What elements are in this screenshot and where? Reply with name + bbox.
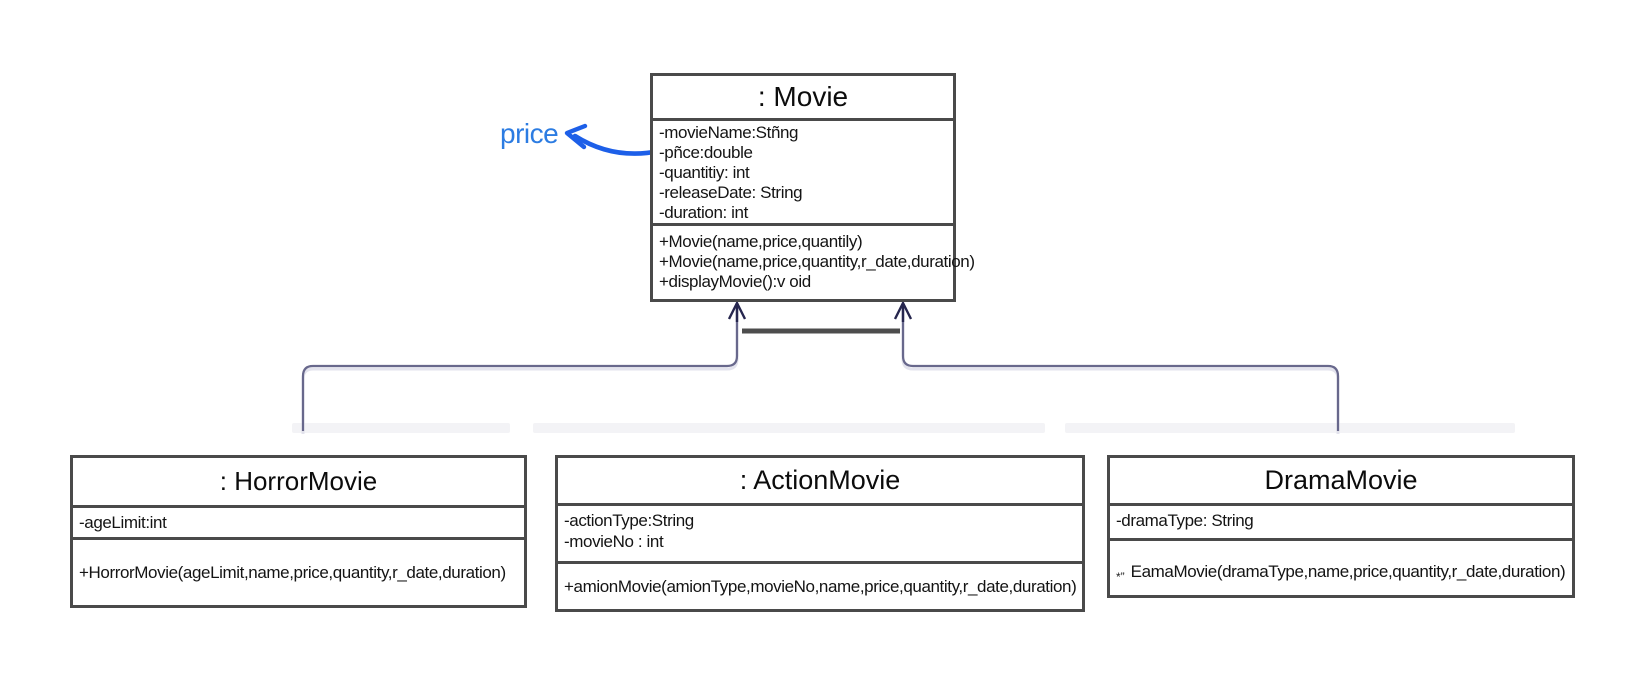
class-attribute: -actionType:String bbox=[564, 511, 694, 530]
price-annotation-arrow bbox=[572, 133, 662, 156]
class-box-actionmovie: : ActionMovie -actionType:String -movieN… bbox=[555, 455, 1085, 612]
class-methods: +amionMovie(amionType,movieNo,name,price… bbox=[558, 564, 1082, 609]
inheritance-connector-left bbox=[301, 304, 739, 431]
class-method: +Movie(name,price,quantily) bbox=[659, 232, 863, 251]
class-attribute: -pñce:double bbox=[659, 143, 753, 162]
class-attribute: -dramaType: String bbox=[1116, 511, 1254, 530]
class-method: +amionMovie(amionType,movieNo,name,price… bbox=[564, 577, 1077, 596]
class-attribute: -duration: int bbox=[659, 203, 748, 222]
class-attributes: -dramaType: String bbox=[1110, 506, 1572, 541]
class-box-horrormovie: : HorrorMovie -ageLimit:int +HorrorMovie… bbox=[70, 455, 527, 608]
class-methods: +Movie(name,price,quantily) +Movie(name,… bbox=[653, 226, 975, 299]
scan-artifact-band bbox=[1065, 423, 1515, 433]
class-attributes: -ageLimit:int bbox=[73, 508, 524, 540]
scan-artifact-prefix: *” bbox=[1116, 570, 1125, 584]
class-attribute: -movieName:Stñng bbox=[659, 123, 799, 142]
price-annotation-arrowhead-icon bbox=[564, 123, 588, 150]
class-method: +HorrorMovie(ageLimit,name,price,quantit… bbox=[79, 563, 506, 582]
price-annotation-label: price bbox=[500, 118, 559, 149]
class-method: +displayMovie():v oid bbox=[659, 272, 811, 291]
class-methods: +HorrorMovie(ageLimit,name,price,quantit… bbox=[73, 540, 524, 605]
class-method: +Movie(name,price,quantity,r_date,durati… bbox=[659, 252, 975, 271]
scan-artifact-band bbox=[533, 423, 1045, 433]
class-method: *” EamaMovie(dramaType,name,price,quantit… bbox=[1116, 561, 1568, 584]
connector-shadow bbox=[301, 307, 739, 434]
class-attributes: -actionType:String -movieNo : int bbox=[558, 506, 1082, 564]
inheritance-connector-right bbox=[901, 304, 1340, 431]
class-title: : HorrorMovie bbox=[73, 458, 524, 508]
class-box-movie: : Movie -movieName:Stñng -pñce:double -q… bbox=[650, 73, 975, 302]
class-box-dramamovie: DramaMovie -dramaType: String *” EamaMovi… bbox=[1107, 455, 1575, 598]
class-attributes: -movieName:Stñng -pñce:double -quantitiy… bbox=[653, 121, 953, 226]
class-title: : ActionMovie bbox=[558, 458, 1082, 506]
class-attribute: -quantitiy: int bbox=[659, 163, 750, 182]
class-methods: *” EamaMovie(dramaType,name,price,quantit… bbox=[1110, 541, 1572, 595]
class-title: : Movie bbox=[653, 76, 953, 121]
inheritance-arrowhead-right-icon bbox=[893, 300, 913, 320]
class-title: DramaMovie bbox=[1110, 458, 1572, 506]
scan-artifact-band bbox=[292, 423, 510, 433]
class-attribute: -ageLimit:int bbox=[79, 513, 167, 532]
connector-shadow bbox=[901, 307, 1340, 434]
class-method-text: EamaMovie(dramaType,name,price,quantity,… bbox=[1130, 562, 1566, 581]
inheritance-arrowhead-left-icon bbox=[727, 300, 747, 320]
class-attribute: -movieNo : int bbox=[564, 532, 664, 551]
class-attribute: -releaseDate: String bbox=[659, 183, 803, 202]
